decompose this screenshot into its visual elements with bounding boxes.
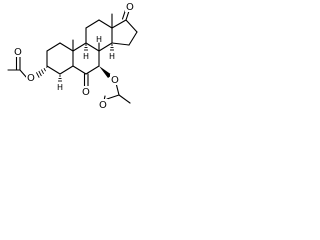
ketone-6 [83, 73, 89, 87]
atom-h-5: H [57, 83, 63, 92]
atom-o-ketone-6: O [82, 87, 90, 98]
atom-o-ketone-17: O [126, 2, 134, 13]
wedge-bond-c7-o [99, 66, 112, 78]
atom-o-acetate-3-ester: O [27, 73, 35, 84]
atom-labels: O O O O O O H H H H [13, 1, 135, 111]
structure-diagram: O O O O O O H H H H [7, 1, 138, 111]
atom-o-acetate-7-carbonyl: O [99, 100, 107, 111]
atom-o-acetate-3-carbonyl: O [14, 47, 22, 58]
bond-skeleton [46, 19, 138, 75]
atom-o-acetate-7-ester: O [111, 75, 119, 86]
acetate-3 [7, 56, 49, 79]
atom-h-9: H [83, 52, 89, 61]
atom-h-8: H [96, 35, 102, 44]
atom-h-14: H [109, 52, 115, 61]
angular-methyls [72, 13, 113, 52]
hashed-bond-c3-o [36, 66, 49, 78]
stereo-bonds [58, 42, 114, 82]
